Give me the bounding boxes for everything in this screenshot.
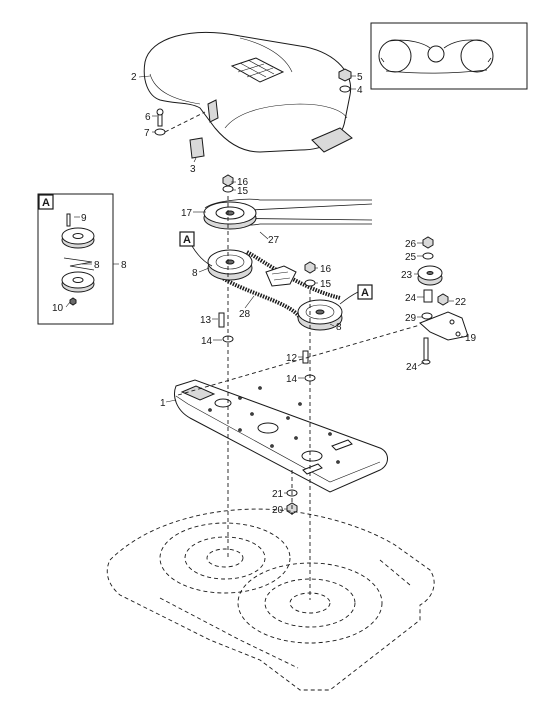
label-part-22: 23 [401,270,413,281]
washer-25 [422,252,434,260]
label-part-29: 29 [405,313,417,324]
label-part-26: 26 [405,239,417,250]
pin-13 [218,312,225,328]
hand-illustration [265,265,297,287]
label-part-25: 25 [405,252,417,263]
label-part-14-right: 14 [286,374,298,385]
label-part-7: 7 [144,128,150,139]
label-part-8-box: 8 [121,260,127,271]
label-part-16-right: 16 [320,264,332,275]
cover-vent-grille [230,57,285,83]
label-part-24-visible: 24 [406,362,418,373]
label-part-13: 13 [200,315,212,326]
label-part-19: 20 [272,505,284,516]
svg-text:A: A [361,287,369,299]
label-part-5: 5 [357,72,363,83]
part-labels: 2 6 7 3 5 4 9 8 10 8 8 16 15 17 27 8 28 … [52,72,477,516]
label-part-15-upper: 15 [237,186,249,197]
washer-29 [421,312,433,320]
mower-deck-outline [106,508,435,691]
svg-text:A: A [183,234,191,246]
nut-16-upper [222,174,234,187]
label-part-1: 1 [160,398,166,409]
marker-a-left: A [179,231,213,267]
label-part-23: 24 [405,293,417,304]
washer-4 [339,85,351,93]
label-part-3: 3 [190,164,196,175]
label-part-8-right: 8 [336,322,342,333]
label-part-27: 27 [268,235,280,246]
label-part-20: 21 [272,489,284,500]
label-part-2: 2 [131,72,137,83]
label-part-14-left: 14 [201,336,213,347]
label-part-21: 22 [455,297,467,308]
label-part-17: 17 [181,208,193,219]
label-part-16-upper: 16 [237,177,249,188]
label-part-28: 28 [239,309,251,320]
pin-12 [302,350,309,364]
label-part-18: 19 [465,333,477,344]
top-cover [143,32,353,153]
drive-pulley-17 [203,201,257,230]
marker-a-right: A [339,284,373,305]
spacer-23 [423,289,433,303]
label-part-12: 12 [286,353,298,364]
nut-5 [338,68,352,82]
leader-lines [65,75,465,510]
label-part-8-left: 8 [192,268,198,279]
detail-box-a: A [37,193,114,325]
washer-15-upper [222,185,234,193]
nut-16-right [304,261,316,274]
label-part-6: 6 [145,112,151,123]
washer-15-right [304,279,316,287]
label-part-10: 9 [81,213,87,224]
pulley-8-right [297,299,343,331]
detail-box-a-letter: A [42,197,50,209]
alignment-lines [177,196,421,600]
label-part-4: 4 [357,85,363,96]
tension-bracket-18 [419,311,469,341]
label-part-11: 10 [52,303,64,314]
label-part-15-right: 15 [320,279,332,290]
screw-6 [156,108,164,127]
belt-routing-inset [370,22,528,90]
nut-26 [422,236,434,249]
bolt-24 [421,337,431,365]
nut-21 [437,293,449,306]
label-part-9: 8 [94,260,100,271]
base-plate-1 [174,379,388,493]
idler-pulley-22 [417,265,443,286]
pulley-8-left [207,249,253,281]
clip-3 [189,137,205,159]
